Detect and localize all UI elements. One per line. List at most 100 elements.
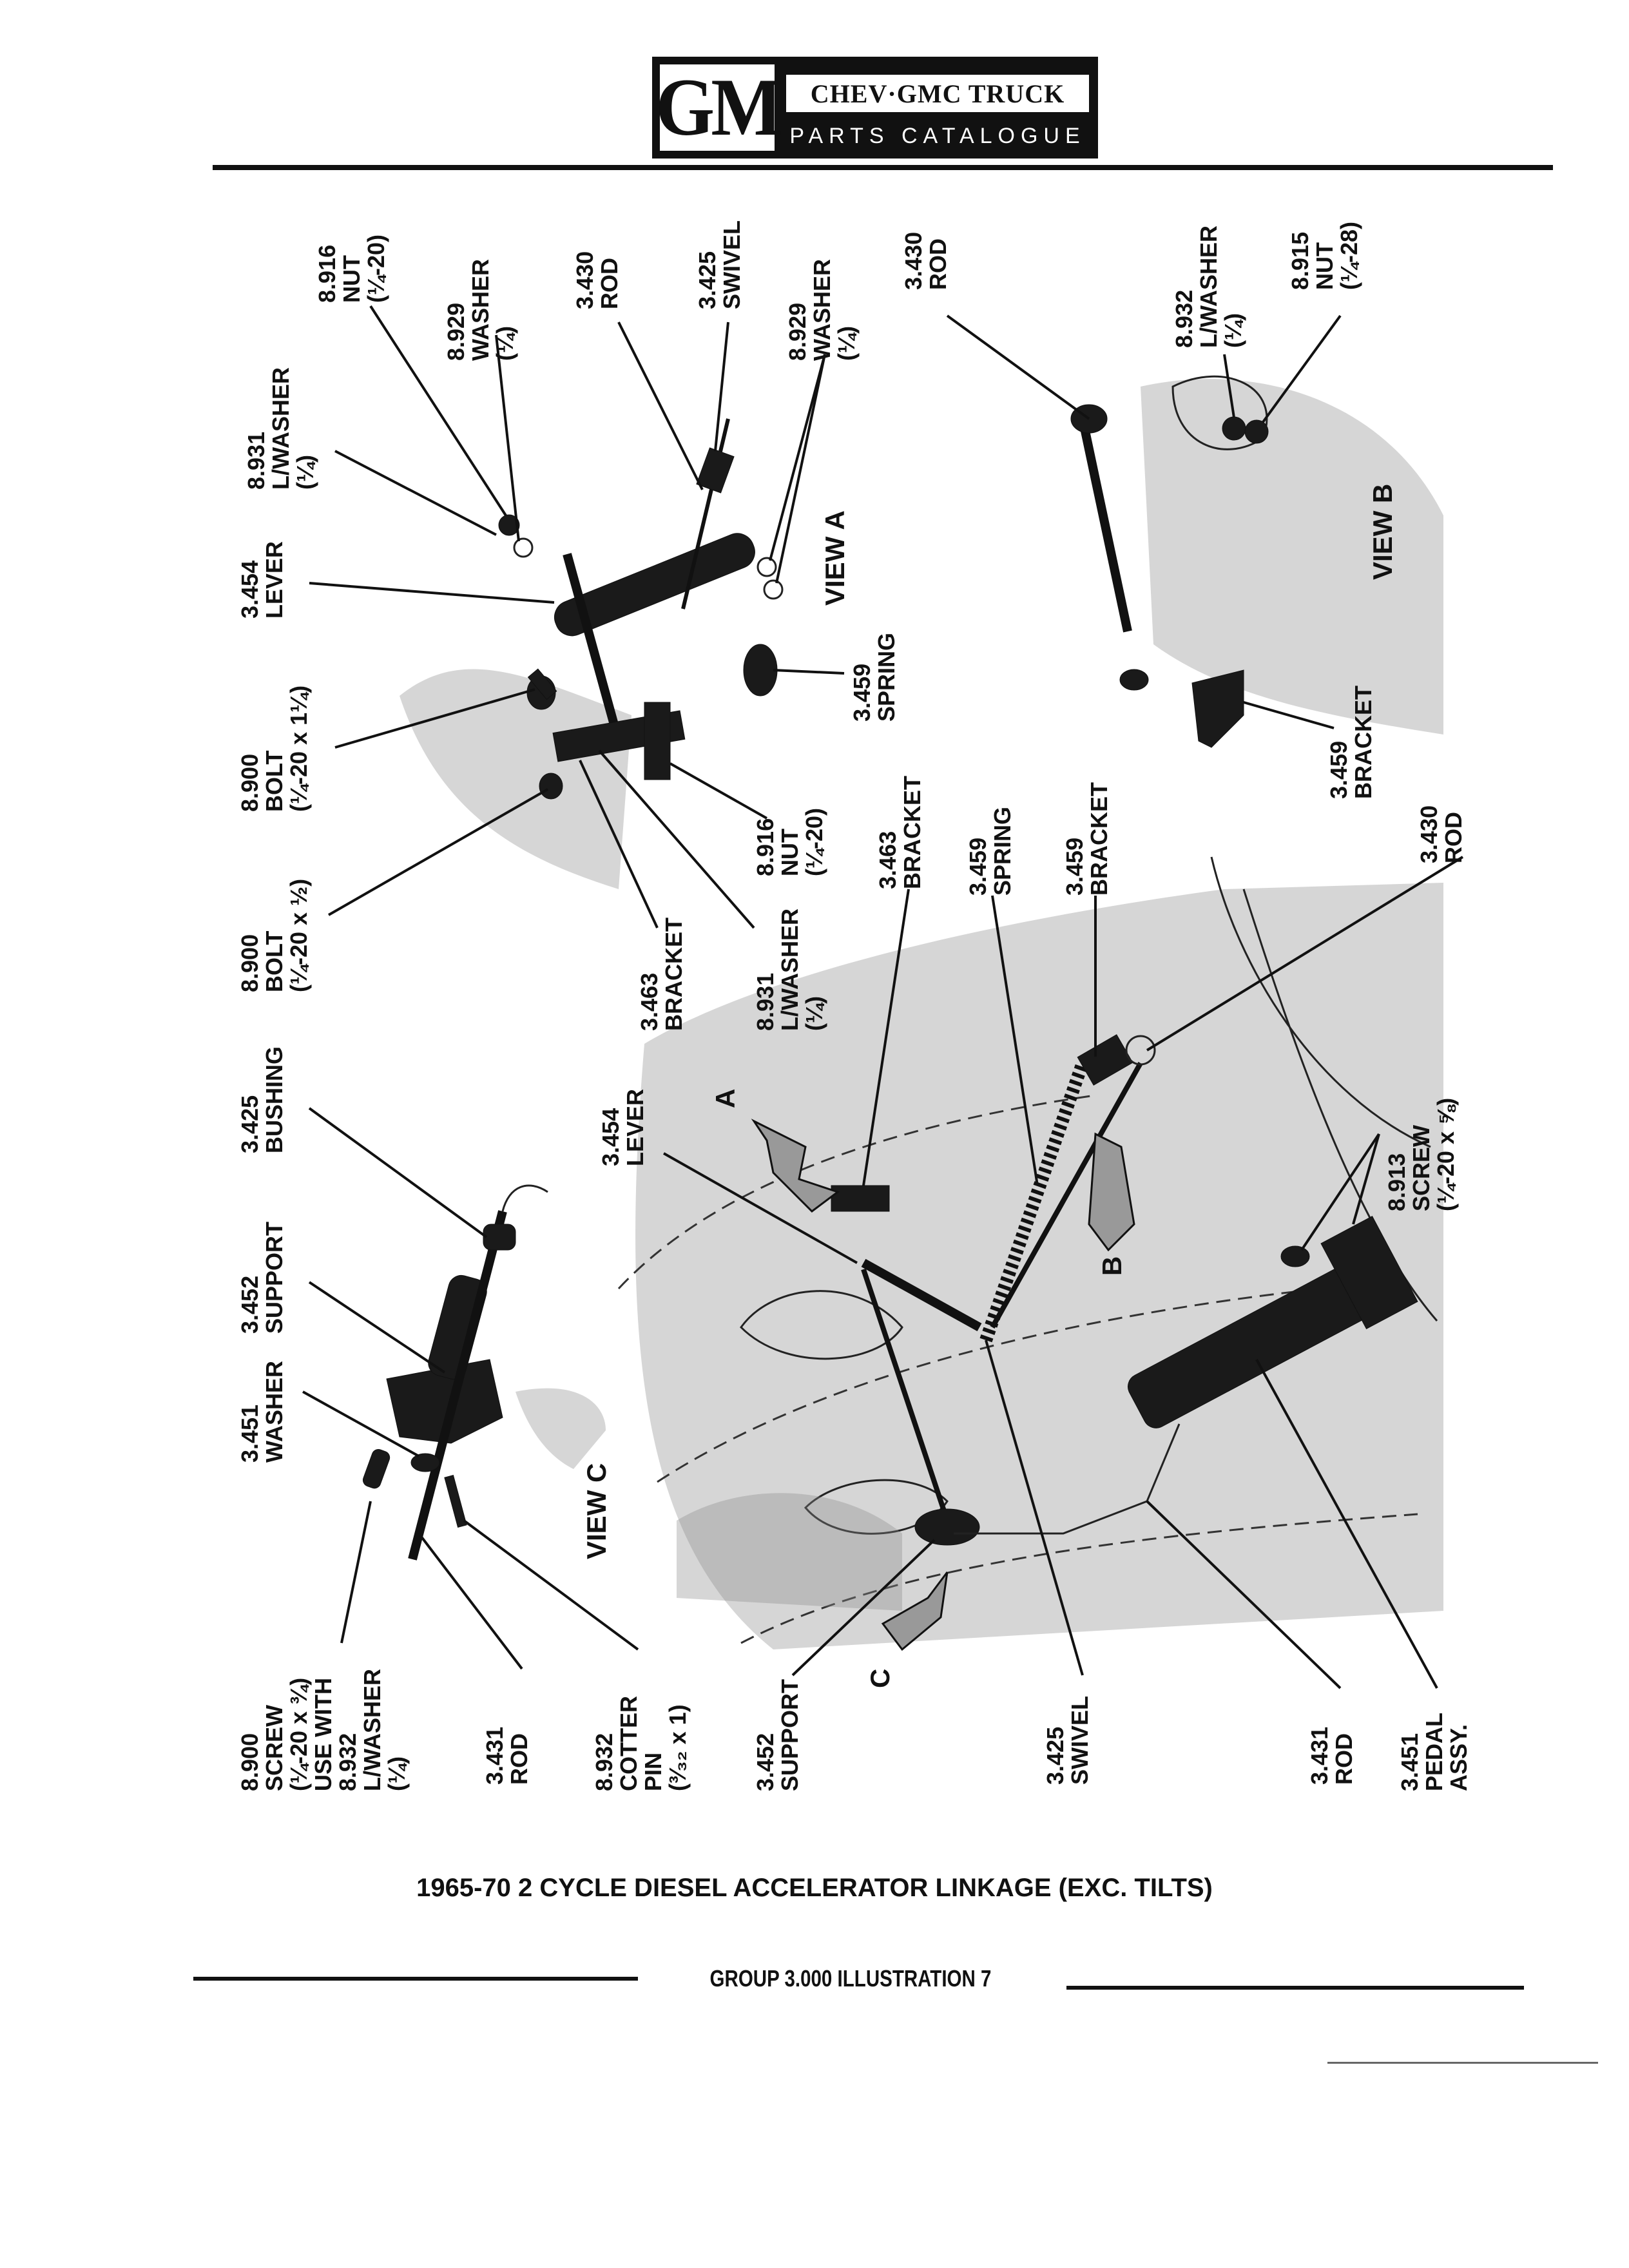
callout-m-3451: 3.451PEDALASSY. [1396,1713,1472,1791]
callout-a-8929-left: 8.929WASHER(¼) [443,259,518,361]
callout-line: BOLT [261,931,287,992]
callout-line: 3.452 [752,1733,778,1791]
callout-line: SWIVEL [718,220,745,309]
callout-line: BRACKET [1350,686,1376,799]
callout-line: 8.916 [314,245,340,303]
callout-a-8931-top: 8.931L/WASHER(¼) [243,367,318,490]
callout-line: 8.913 [1383,1153,1410,1211]
swivel-rod [681,418,730,610]
view-b-title: VIEW B [1367,484,1398,580]
figure-caption: 1965-70 2 CYCLE DIESEL ACCELERATOR LINKA… [416,1874,1213,1902]
callout-line: 3.459 [1061,838,1088,896]
callout-line: WASHER [261,1361,287,1463]
callout-line: BRACKET [1086,782,1112,896]
callout-line: WASHER [467,259,494,361]
callout-line: (¼) [292,455,318,490]
view-a-marker-arrow [751,1119,840,1213]
callout-line: 3.430 [572,251,598,309]
callout-line: 3.463 [636,973,662,1031]
catalogue-header: GM CHEV·GMC TRUCK PARTS CATALOGUE [652,57,1098,159]
cab-floor-illustration [617,856,1443,1649]
bolt-shank [527,668,557,700]
washer-part [513,537,534,558]
callout-a-3430: 3.430ROD [572,251,622,309]
callout-a-8929-right: 8.929WASHER(¼) [784,259,860,361]
view-b-marker: B [1097,1256,1127,1276]
footer-rule-left [193,1977,638,1981]
callout-line: LEVER [622,1089,648,1166]
cotter-pin [444,1474,467,1528]
callout-c-8932: 8.932COTTERPIN(³⁄₃₂ x 1) [591,1696,691,1791]
callout-line: (¼-20 x 1¼) [285,686,312,812]
callout-line: 8.932 [1171,290,1197,348]
view-a-assembly [400,418,784,889]
callout-line: BOLT [261,751,287,812]
callout-line: (¼-20 x ¾) [285,1678,312,1791]
callout-line: LEVER [261,541,287,619]
callout-b-3430: 3.430ROD [900,232,951,290]
callout-a-8931-bottom: 8.931L/WASHER(¼) [752,908,827,1031]
callout-line: 3.425 [694,251,720,309]
callout-line: (¼) [383,1756,410,1791]
callout-a-3454: 3.454LEVER [236,541,287,619]
pivot-ring [1125,1035,1156,1066]
callout-line: 8.900 [236,1733,263,1791]
support-main [914,1508,980,1546]
callout-line: L/WASHER [267,367,294,490]
gm-logo: GM [655,61,782,153]
support-c-tube [428,1274,487,1380]
exploded-parts-diagram: VIEW A VIEW B VIEW C A B C 8.931L/WASHER… [236,220,1472,1791]
callout-line: NUT [776,829,803,876]
callout-line: BUSHING [261,1046,287,1153]
support-c-base [386,1359,503,1444]
callout-m-3430: 3.430ROD [1416,805,1467,863]
callout-line: 8.932 [591,1733,617,1791]
lever-shaft-main [861,1258,982,1332]
callout-line: 8.900 [236,934,263,992]
callout-line: SCREW [261,1705,287,1791]
callout-line: SUPPORT [261,1222,287,1334]
footer-rule-right [1066,1986,1524,1990]
callout-c-8900: 8.900SCREW(¼-20 x ¾)USE WITH8.932L/WASHE… [236,1669,410,1791]
callout-c-3451: 3.451WASHER [236,1361,287,1463]
callout-line: BRACKET [899,776,925,889]
callout-line: BRACKET [660,918,687,1031]
callout-line: 3.425 [236,1095,263,1153]
callout-a-3459: 3.459SPRING [849,633,900,722]
callout-line: 3.430 [900,232,927,290]
callout-line: 8.929 [784,303,811,361]
washer-right-1 [757,557,777,577]
callout-a-8916-bottom: 8.916NUT(¼-20) [752,808,827,876]
rod-c [408,1210,507,1561]
callout-line: 8.931 [752,973,778,1031]
view-b-assembly [1070,375,1443,748]
callout-m-3452: 3.452SUPPORT [752,1679,803,1791]
callout-m-3425: 3.425SWIVEL [1042,1696,1093,1785]
callout-line: (¼-20) [801,808,827,876]
header-rule [213,165,1553,170]
callout-line: 3.463 [874,831,901,889]
pedal-hinge [1320,1215,1418,1330]
callout-m-3431: 3.431ROD [1306,1727,1357,1785]
callout-line: L/WASHER [359,1669,385,1791]
callout-line: ROD [506,1733,532,1785]
callout-line: (¼) [833,326,860,361]
pedal-screw [1280,1245,1310,1267]
nut-part [498,514,520,536]
callout-labels: 8.931L/WASHER(¼)8.916NUT(¼-20)8.929WASHE… [236,220,1472,1791]
view-a-marker: A [710,1089,740,1108]
header-title: CHEV·GMC TRUCK [786,75,1089,112]
callout-m-3454: 3.454LEVER [597,1089,648,1166]
callout-line: 3.454 [597,1108,624,1166]
callout-line: (¼) [801,996,827,1031]
callout-line: NUT [338,255,365,303]
bracket-arm [644,702,671,780]
callout-line: ROD [1440,812,1467,863]
callout-line: 8.932 [334,1733,361,1791]
callout-line: 8.916 [752,818,778,876]
pedal-arm [954,1423,1181,1535]
callout-m-3459-spring: 3.459SPRING [965,807,1016,896]
l-washer-b [1222,416,1246,441]
rear-bracket [1077,1034,1133,1086]
swivel-part [696,447,735,494]
